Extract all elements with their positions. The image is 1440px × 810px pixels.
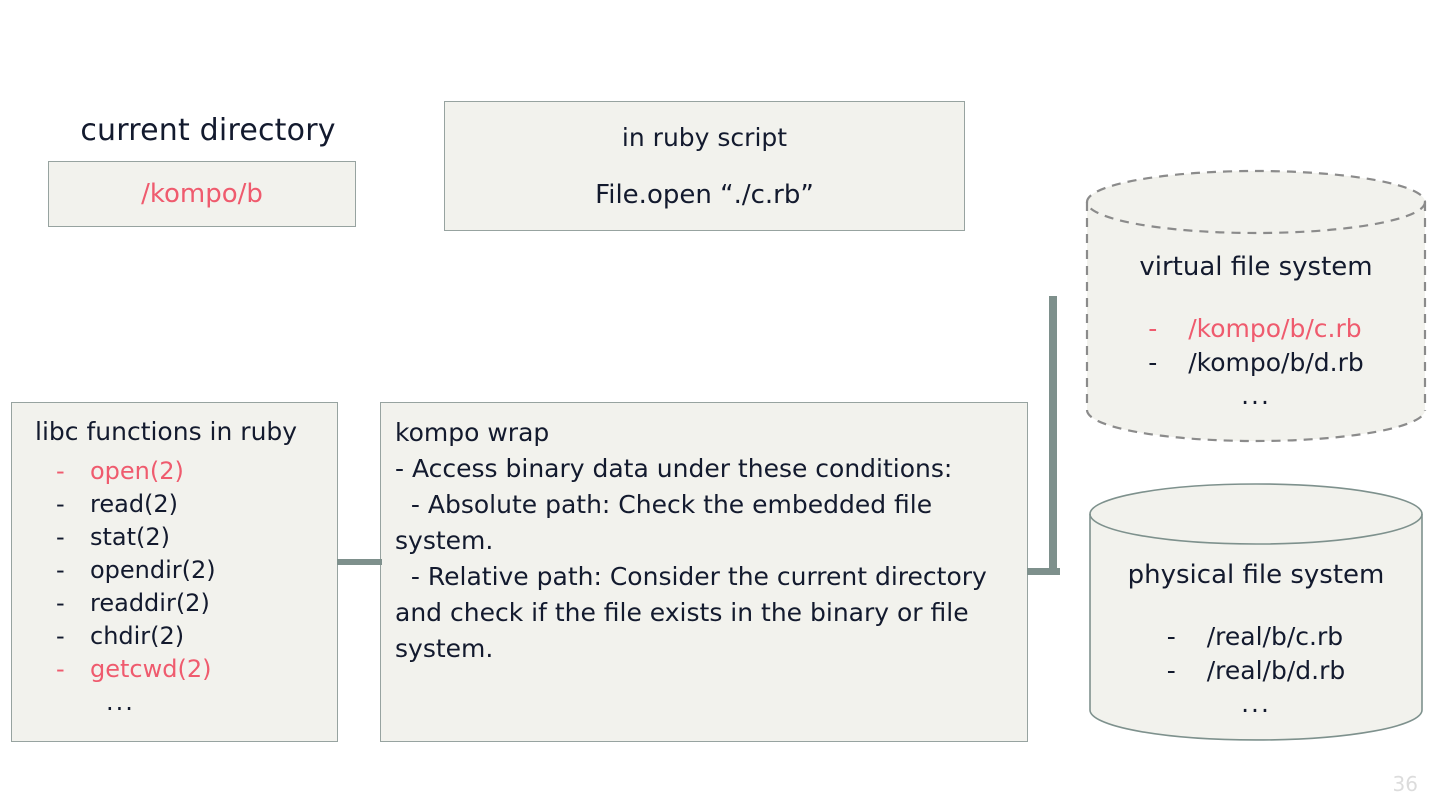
libc-functions-box: libc functions in ruby - open(2) - read(…: [11, 402, 338, 742]
cylinder-shape-solid: [1089, 483, 1423, 741]
list-item: - readdir(2): [56, 587, 216, 620]
cylinder-shape-dashed: [1085, 169, 1427, 443]
bullet-dash: -: [56, 655, 65, 683]
list-item-label: readdir(2): [90, 589, 210, 617]
list-item: - opendir(2): [56, 554, 216, 587]
bullet-dash: -: [56, 523, 65, 551]
list-ellipsis: ...: [106, 688, 135, 716]
virtual-file-system-title: virtual file system: [1139, 252, 1373, 282]
list-item: - /kompo/b/d.rb: [1148, 346, 1364, 380]
list-item-label: /real/b/d.rb: [1206, 656, 1346, 685]
list-item: - stat(2): [56, 521, 216, 554]
list-item: - read(2): [56, 488, 216, 521]
bullet-dash: -: [1148, 314, 1158, 343]
physical-file-system-list: - /real/b/c.rb - /real/b/d.rb ...: [1167, 620, 1345, 720]
ruby-script-box: in ruby script File.open “./c.rb”: [444, 101, 965, 231]
bullet-dash: -: [56, 457, 65, 485]
connector-kompo-to-vfs-horizontal: [1027, 568, 1060, 575]
list-item: - getcwd(2): [56, 653, 216, 686]
list-item-label: chdir(2): [90, 622, 185, 650]
bullet-dash: -: [1166, 656, 1176, 685]
bullet-dash: -: [56, 589, 65, 617]
list-item: - chdir(2): [56, 620, 216, 653]
bullet-dash: -: [56, 556, 65, 584]
list-item: - /kompo/b/c.rb: [1148, 312, 1364, 346]
kompo-wrap-text: kompo wrap - Access binary data under th…: [395, 418, 987, 663]
bullet-dash: -: [56, 490, 65, 518]
libc-functions-list: - open(2) - read(2) - stat(2) - opendir(…: [56, 455, 216, 719]
list-ellipsis: ...: [1241, 689, 1271, 718]
bullet-dash: -: [56, 622, 65, 650]
list-item-label: /real/b/c.rb: [1206, 622, 1344, 651]
page-number: 36: [1392, 772, 1418, 796]
connector-kompo-to-vfs-vertical: [1049, 296, 1057, 575]
ruby-script-code: File.open “./c.rb”: [595, 179, 814, 210]
current-directory-title: current directory: [80, 113, 336, 148]
current-directory-box: /kompo/b: [48, 161, 356, 227]
list-item-label: read(2): [90, 490, 179, 518]
list-item: - /real/b/d.rb: [1167, 654, 1345, 688]
list-item-label: opendir(2): [90, 556, 216, 584]
bullet-dash: -: [1166, 622, 1176, 651]
list-item-label: open(2): [90, 457, 184, 485]
list-ellipsis: ...: [1241, 381, 1271, 410]
current-directory-value: /kompo/b: [141, 179, 263, 209]
list-item: - /real/b/c.rb: [1167, 620, 1345, 654]
list-item-label: /kompo/b/d.rb: [1188, 348, 1364, 377]
virtual-file-system-list: - /kompo/b/c.rb - /kompo/b/d.rb ...: [1148, 312, 1364, 412]
kompo-wrap-box: kompo wrap - Access binary data under th…: [380, 402, 1028, 742]
libc-functions-title: libc functions in ruby: [35, 417, 298, 446]
connector-libc-to-kompo: [337, 559, 382, 565]
virtual-file-system-cylinder: virtual file system - /kompo/b/c.rb - /k…: [1084, 168, 1428, 444]
list-item-label: stat(2): [90, 523, 171, 551]
list-item-label: getcwd(2): [90, 655, 212, 683]
bullet-dash: -: [1148, 348, 1158, 377]
physical-file-system-cylinder: physical file system - /real/b/c.rb - /r…: [1088, 482, 1424, 742]
list-item-label: /kompo/b/c.rb: [1188, 314, 1362, 343]
physical-file-system-title: physical file system: [1127, 560, 1385, 590]
ruby-script-heading: in ruby script: [621, 122, 788, 152]
list-item: - open(2): [56, 455, 216, 488]
